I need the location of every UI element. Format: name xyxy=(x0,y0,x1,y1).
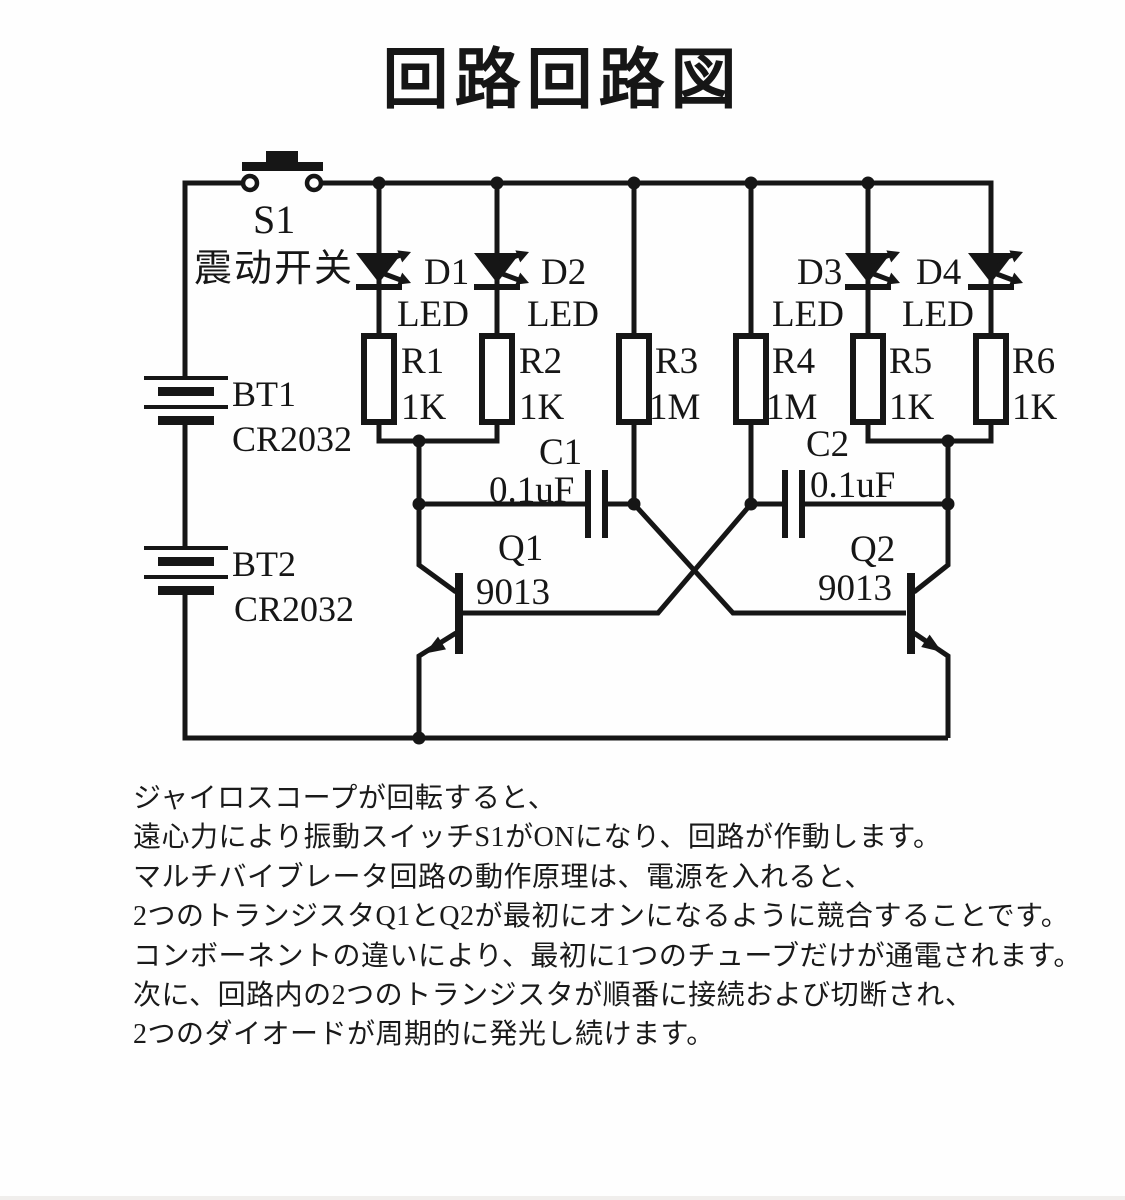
label-r3-value: 1M xyxy=(649,387,700,428)
page-title: 回路回路図 xyxy=(382,44,743,117)
label-c2-value: 0.1uF xyxy=(810,465,895,506)
label-switch-ref: S1 xyxy=(253,197,295,242)
label-bt1-ref: BT1 xyxy=(232,374,296,414)
label-d3-ref: D3 xyxy=(797,252,842,293)
capacitor-C1-icon xyxy=(585,470,608,538)
switch-bar xyxy=(242,162,323,171)
label-d3-type: LED xyxy=(772,294,844,335)
label-d1-ref: D1 xyxy=(424,252,469,293)
junction-dot xyxy=(490,176,504,190)
description-line: 2つのダイオードが周期的に発光し続けます。 xyxy=(133,1019,715,1051)
resistor-R3-icon xyxy=(619,336,649,422)
label-r6-value: 1K xyxy=(1012,387,1058,428)
switch-contact xyxy=(240,173,260,193)
junction-dot xyxy=(941,497,955,511)
junction-dot xyxy=(627,176,641,190)
junction-dot xyxy=(744,497,758,511)
wire-segment xyxy=(912,441,951,594)
resistor-R5-icon xyxy=(853,336,883,422)
label-switch-name: 震动开关 xyxy=(194,248,354,290)
junction-dot xyxy=(412,731,426,745)
label-r2-ref: R2 xyxy=(519,341,562,382)
label-r5-value: 1K xyxy=(889,387,935,428)
wire-segment xyxy=(462,502,753,616)
label-r1-ref: R1 xyxy=(401,341,444,382)
wire-segment xyxy=(376,420,500,444)
label-q1-model: 9013 xyxy=(476,572,550,613)
description-block: ジャイロスコープが回転すると、 遠心力により振動スイッチS1がONになり、回路が… xyxy=(133,779,1113,1055)
description-line: 2つのトランジスタQ1とQ2が最初にオンになるように競合することです。 xyxy=(133,901,1070,933)
junction-dot xyxy=(941,434,955,448)
label-r4-value: 1M xyxy=(766,387,817,428)
resistor-R6-icon xyxy=(976,336,1006,422)
label-c1-ref: C1 xyxy=(539,432,582,473)
label-r2-value: 1K xyxy=(519,387,565,428)
wire-segment xyxy=(865,420,994,444)
switch-cap xyxy=(266,151,298,162)
wire-segment xyxy=(416,630,458,738)
junction-dot xyxy=(412,434,426,448)
description-line: 次に、回路内の2つのトランジスタが順番に接続および切断され、 xyxy=(133,980,974,1012)
label-c2-ref: C2 xyxy=(806,424,849,465)
wire-segment xyxy=(912,630,951,738)
label-q2-ref: Q2 xyxy=(850,529,895,570)
transistor-Q1-icon xyxy=(425,573,463,654)
wire-segment xyxy=(632,502,906,616)
led-D1-icon xyxy=(356,250,411,287)
label-r6-ref: R6 xyxy=(1012,341,1055,382)
battery-BT1-icon xyxy=(144,378,228,421)
switch-S1 xyxy=(240,151,324,193)
capacitor-C2-icon xyxy=(782,470,805,538)
junction-dot xyxy=(744,176,758,190)
page-bottom-edge xyxy=(0,1196,1125,1200)
label-r4-ref: R4 xyxy=(772,341,815,382)
switch-contact xyxy=(304,173,324,193)
resistor-R4-icon xyxy=(736,336,766,422)
junction-dot xyxy=(412,497,426,511)
battery-BT2-icon xyxy=(144,548,228,591)
label-r3-ref: R3 xyxy=(655,341,698,382)
label-r1-value: 1K xyxy=(401,387,447,428)
label-d2-type: LED xyxy=(527,294,599,335)
description-line: マルチバイブレータ回路の動作原理は、電源を入れると、 xyxy=(133,861,873,893)
label-r5-ref: R5 xyxy=(889,341,932,382)
resistor-R2-icon xyxy=(482,336,512,422)
label-q1-ref: Q1 xyxy=(498,528,543,569)
junction-dot xyxy=(627,497,641,511)
label-c1-value: 0.1uF xyxy=(489,470,574,511)
label-bt2-ref: BT2 xyxy=(232,544,296,584)
junction-dot xyxy=(861,176,875,190)
label-d2-ref: D2 xyxy=(541,252,586,293)
description-line: ジャイロスコープが回転すると、 xyxy=(133,783,557,814)
description-line: 遠心力により振動スイッチS1がONになり、回路が作動します。 xyxy=(133,822,942,854)
label-q2-model: 9013 xyxy=(818,568,892,609)
led-D4-icon xyxy=(968,250,1023,287)
transistor-Q2-icon xyxy=(907,573,942,654)
label-d4-ref: D4 xyxy=(916,252,961,293)
led-D2-icon xyxy=(474,250,529,287)
resistor-R1-icon xyxy=(364,336,394,422)
wire-segment xyxy=(182,180,243,378)
label-d4-type: LED xyxy=(902,294,974,335)
junction-dot xyxy=(372,176,386,190)
description-line: コンボーネントの違いにより、最初に1つのチューブだけが通電されます。 xyxy=(133,940,1082,972)
label-bt1-model: CR2032 xyxy=(232,419,352,459)
label-d1-type: LED xyxy=(397,294,469,335)
label-bt2-model: CR2032 xyxy=(234,589,354,629)
junction-dots xyxy=(372,176,955,745)
led-D3-icon xyxy=(845,250,900,287)
wire-segment xyxy=(416,441,458,595)
